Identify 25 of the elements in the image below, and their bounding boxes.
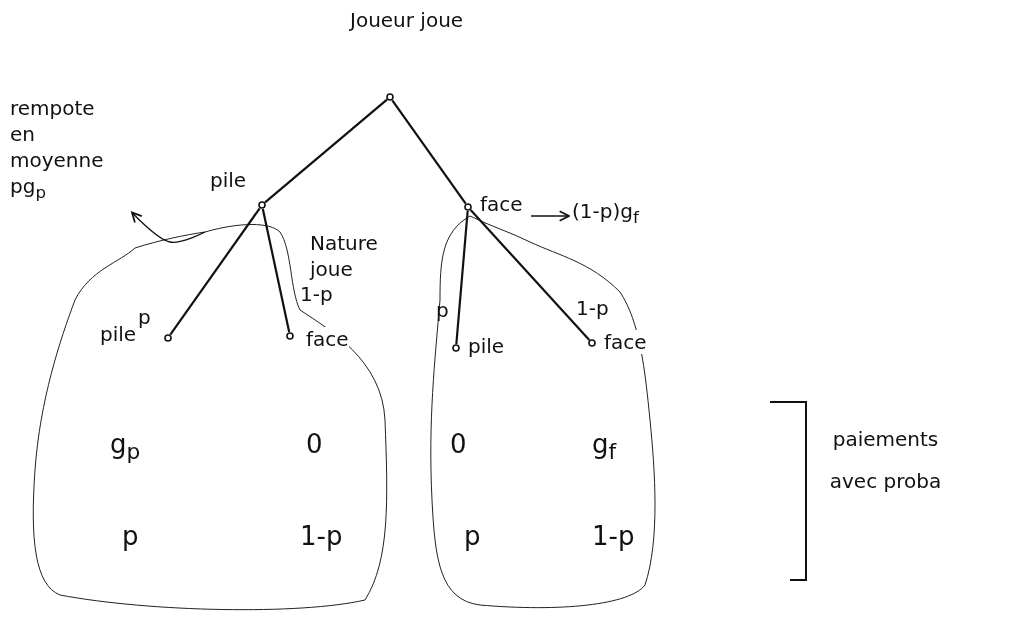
payoff-text: (1-p)g$_{f}$: [572, 198, 682, 229]
payoff-value: g$_{f}$: [592, 428, 617, 467]
probability-value: 1-p: [300, 520, 343, 553]
note-text: rempote en moyenne pg$_{p}$: [10, 95, 110, 204]
tree-branch: [264, 98, 388, 204]
tree-branch: [469, 209, 591, 341]
tree-branch: [169, 207, 261, 336]
probability-value: 1-p: [592, 520, 635, 553]
probability-value: p: [464, 520, 481, 553]
payoff-value: 0: [306, 428, 323, 461]
tree-branch: [455, 210, 469, 345]
note-text: paiements avec proba: [828, 426, 943, 495]
arrow: [131, 211, 206, 243]
arrow: [530, 210, 570, 222]
edge-label: 1-p: [576, 296, 609, 320]
player-label: Nature joue: [310, 230, 379, 282]
probability-value: p: [122, 520, 139, 553]
payoff-value: g$_{p}$: [110, 428, 141, 467]
tree-branch: [391, 99, 467, 205]
edge-label: p: [436, 298, 449, 322]
tree-branch: [261, 208, 291, 333]
payoff-value: 0: [450, 428, 467, 461]
outcome-label: face: [604, 330, 647, 354]
edge-label: 1-p: [300, 282, 333, 306]
edge-label: p: [138, 305, 151, 329]
